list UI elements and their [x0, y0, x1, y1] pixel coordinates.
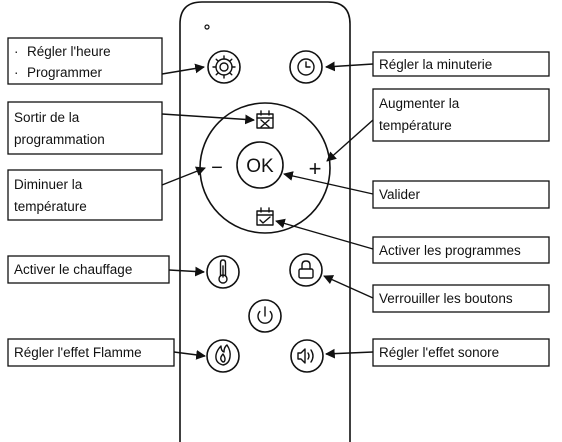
label-validate: Valider	[372, 180, 550, 209]
label-decrease-temp-1: Diminuer la	[14, 177, 83, 192]
label-exit-programming-1: Sortir de la	[14, 110, 80, 125]
label-flame-effect: Régler l'effet Flamme	[7, 338, 175, 367]
power-button[interactable]	[248, 299, 282, 333]
label-flame-effect-text: Régler l'effet Flamme	[14, 345, 142, 360]
label-activate-heating-text: Activer le chauffage	[14, 262, 132, 277]
label-activate-programs: Activer les programmes	[372, 236, 550, 264]
label-lock-buttons-text: Verrouiller les boutons	[379, 291, 513, 306]
label-increase-temp-1: Augmenter la	[379, 96, 460, 111]
label-lock-buttons: Verrouiller les boutons	[372, 284, 550, 313]
flame-button[interactable]	[206, 339, 240, 373]
speaker-icon	[297, 348, 314, 364]
calendar-check-icon	[256, 207, 274, 226]
label-sound-effect: Régler l'effet sonore	[372, 338, 550, 367]
label-timer: Régler la minuterie	[372, 51, 550, 77]
label-settings: · Régler l'heure · Programmer	[7, 37, 163, 85]
label-activate-programs-text: Activer les programmes	[379, 243, 521, 258]
minus-button[interactable]: −	[211, 157, 223, 179]
label-sound-effect-text: Régler l'effet sonore	[379, 345, 499, 360]
sound-button[interactable]	[290, 339, 324, 373]
power-icon	[257, 306, 273, 324]
label-increase-temp: Augmenter la température	[372, 88, 550, 142]
settings-button[interactable]	[207, 50, 241, 84]
clock-icon	[297, 58, 315, 76]
label-set-time: Régler l'heure	[27, 44, 111, 59]
bullet-2: ·	[14, 65, 19, 80]
exit-programming-button[interactable]	[256, 110, 274, 129]
heating-button[interactable]	[206, 255, 240, 289]
label-exit-programming: Sortir de la programmation	[7, 101, 163, 155]
calendar-x-icon	[256, 110, 274, 129]
gear-icon	[212, 55, 236, 79]
plus-button[interactable]: +	[309, 156, 322, 181]
bullet-1: ·	[14, 44, 19, 59]
indicator-light	[204, 24, 210, 30]
flame-icon	[215, 344, 231, 366]
label-program: Programmer	[27, 65, 103, 80]
label-set-timer: Régler la minuterie	[379, 57, 492, 72]
label-validate-text: Valider	[379, 187, 421, 202]
label-activate-heating: Activer le chauffage	[7, 255, 170, 284]
ok-label: OK	[246, 156, 274, 177]
label-decrease-temp-2: température	[14, 199, 87, 214]
label-decrease-temp: Diminuer la température	[7, 169, 163, 221]
label-exit-programming-2: programmation	[14, 132, 105, 147]
lock-button[interactable]	[289, 253, 323, 287]
lock-icon	[298, 260, 314, 279]
timer-button[interactable]	[289, 50, 323, 84]
activate-programs-button[interactable]	[256, 207, 274, 226]
label-increase-temp-2: température	[379, 118, 452, 133]
ok-button[interactable]: OK	[236, 141, 284, 189]
thermometer-icon	[218, 259, 228, 284]
